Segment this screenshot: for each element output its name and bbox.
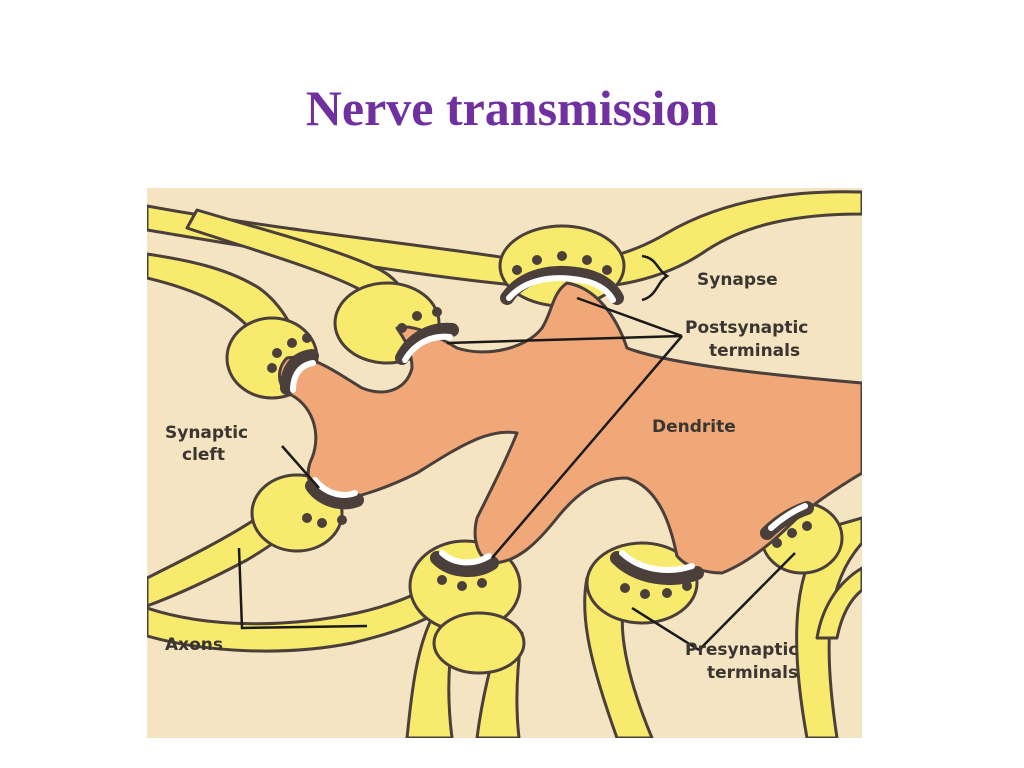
label-presynaptic-line2: terminals xyxy=(707,663,798,683)
postsynaptic-pointer-2 xyxy=(576,296,683,338)
axon-top xyxy=(147,190,862,290)
label-postsynaptic-line1: Postsynaptic xyxy=(685,318,808,338)
vesicle-dots xyxy=(267,251,812,599)
cleft-pointer xyxy=(281,445,320,489)
axon-right-mid xyxy=(815,566,862,640)
label-synaptic-cleft-line2: cleft xyxy=(182,445,225,465)
postsynaptic-pointer-1 xyxy=(446,334,683,345)
axons-bracket xyxy=(237,547,368,630)
postsynaptic-pointer-3 xyxy=(491,335,683,559)
label-dendrite: Dendrite xyxy=(652,417,736,437)
label-synapse: Synapse xyxy=(697,270,778,290)
presynaptic-pointer-2 xyxy=(698,552,796,651)
synapse-diagram: Synapse Postsynaptic terminals Dendrite … xyxy=(147,188,862,738)
synapse-illustration: Synapse Postsynaptic terminals Dendrite … xyxy=(147,188,862,738)
synaptic-clefts xyxy=(280,266,814,585)
label-synaptic-cleft-line1: Synaptic xyxy=(165,423,248,443)
pointer-lines xyxy=(237,254,796,652)
synapse-bracket xyxy=(641,254,670,302)
axon-bottom-right xyxy=(583,576,654,738)
presynaptic-pointer-1 xyxy=(631,606,700,652)
bulb-bottom-center-low xyxy=(432,611,526,675)
label-postsynaptic-line2: terminals xyxy=(709,341,800,361)
diagram-labels: Synapse Postsynaptic terminals Dendrite … xyxy=(165,270,808,683)
label-presynaptic-line1: Presynaptic xyxy=(685,640,798,660)
label-axons: Axons xyxy=(165,635,223,655)
slide-title: Nerve transmission xyxy=(305,80,719,136)
